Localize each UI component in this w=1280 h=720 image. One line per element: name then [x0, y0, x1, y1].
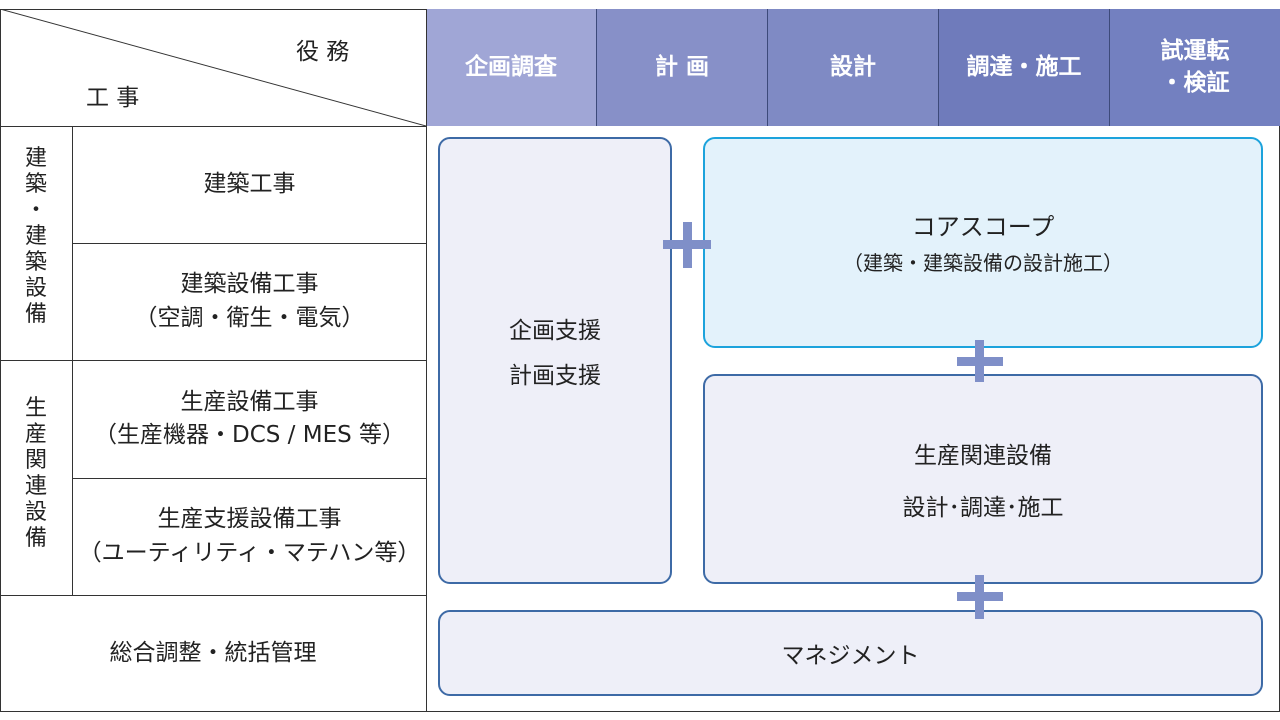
core-scope-title: コアスコープ [911, 213, 1055, 241]
row-line-4 [0, 595, 426, 596]
group-label-production: 生 産 関 連 設 備 [24, 396, 47, 551]
row-line-2 [0, 360, 426, 361]
header-bottom-line [0, 126, 426, 127]
group-label-architecture: 建 築 ・ 建 築 設 備 [24, 146, 47, 327]
column-header-procurement-construction: 調達・施工 [939, 9, 1110, 126]
column-header-label: 計 画 [654, 53, 709, 80]
column-header-label: 設計 [830, 53, 876, 80]
column-header-design: 設計 [768, 9, 939, 126]
row-line-1 [72, 243, 426, 244]
column-header-planning-survey: 企画調査 [426, 9, 597, 126]
left-divider-line [426, 9, 427, 712]
row-label-production-support-work: 生産支援設備工事 （ユーティリティ・マテハン等） [78, 506, 421, 566]
corner-work-label: 工 事 [86, 85, 140, 111]
column-header-commissioning: 試運転 ・検証 [1110, 9, 1280, 126]
production-equipment-box: 生産関連設備 設計･調達･施工 [703, 374, 1263, 584]
column-header-label: 試運転 ・検証 [1160, 38, 1230, 96]
row-line-3 [72, 478, 426, 479]
column-header-plan: 計 画 [597, 9, 768, 126]
corner-role-label: 役 務 [296, 39, 350, 65]
plus-icon [957, 575, 1003, 619]
row-label-production-equipment-work: 生産設備工事 （生産機器・DCS / MES 等） [93, 388, 406, 448]
core-scope-subtitle: （建築・建築設備の設計施工） [843, 251, 1123, 275]
row-label-building-work: 建築工事 [203, 170, 296, 197]
planning-support-box: 企画支援 計画支援 [438, 137, 672, 584]
plus-icon [957, 340, 1003, 382]
row-label-overall-management: 総合調整・統括管理 [109, 639, 317, 666]
production-equipment-subtitle: 設計･調達･施工 [902, 495, 1064, 521]
management-title: マネジメント [781, 643, 920, 669]
corner-diagonal [0, 9, 426, 126]
management-box: マネジメント [438, 610, 1263, 696]
plus-icon [663, 222, 711, 268]
row-label-building-equipment-work: 建築設備工事 （空調・衛生・電気） [134, 271, 365, 331]
planning-support-line2: 計画支援 [509, 362, 601, 389]
planning-support-line1: 企画支援 [509, 318, 601, 344]
core-scope-box: コアスコープ （建築・建築設備の設計施工） [703, 137, 1263, 348]
column-header-label: 企画調査 [465, 53, 557, 80]
column-header-label: 調達・施工 [966, 53, 1082, 80]
production-equipment-title: 生産関連設備 [914, 443, 1052, 469]
